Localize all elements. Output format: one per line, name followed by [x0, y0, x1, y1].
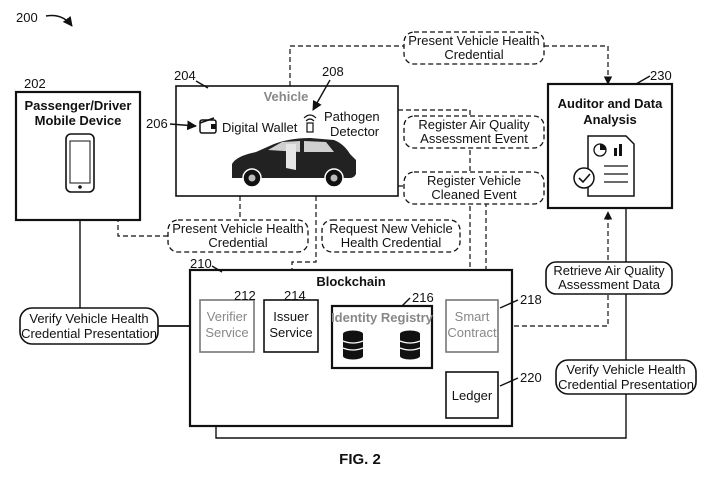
database-icon: [342, 330, 364, 360]
registry-ref-leader: [401, 297, 411, 307]
blockchain-box: Blockchain Verifier Service Issuer Servi…: [188, 268, 514, 428]
svg-text:Credential: Credential: [208, 235, 267, 250]
figure-number-arrow: [45, 14, 73, 27]
connector-present-to-auditor: [544, 45, 613, 85]
auditor-ref-leader: [635, 75, 651, 85]
connector-retrieve-to-auditor: [498, 211, 613, 327]
vehicle-box: Vehicle Digital Wallet Pathogen Detector: [175, 85, 399, 197]
message-verify-presentation-right: Verify Vehicle Health Credential Present…: [555, 359, 697, 395]
contract-line1: Smart: [455, 309, 490, 324]
message-register-cleaned: Register Vehicle Cleaned Event: [403, 171, 545, 205]
identity-registry-box: Identity Registry: [330, 304, 434, 370]
svg-text:Verify Vehicle Health: Verify Vehicle Health: [566, 362, 685, 377]
contract-ref: 218: [520, 292, 542, 307]
passenger-device-box: Passenger/Driver Mobile Device: [14, 90, 142, 222]
ledger-box: Ledger: [445, 371, 499, 419]
message-verify-presentation-left: Verify Vehicle Health Credential Present…: [19, 307, 159, 345]
report-icon: [573, 135, 635, 197]
svg-text:Present Vehicle Health: Present Vehicle Health: [172, 221, 304, 236]
auditor-ref: 230: [650, 68, 672, 83]
svg-text:Retrieve Air Quality: Retrieve Air Quality: [553, 263, 665, 278]
vehicle-title: Vehicle: [264, 89, 309, 104]
passenger-title-line2: Mobile Device: [35, 113, 122, 128]
svg-text:Verify Vehicle Health: Verify Vehicle Health: [29, 311, 148, 326]
database-icon: [399, 330, 421, 360]
auditor-title-line2: Analysis: [583, 112, 636, 127]
identity-registry-label: Identity Registry: [331, 310, 434, 325]
svg-text:Assessment Event: Assessment Event: [420, 131, 528, 146]
detector-ref-arrow: [312, 79, 331, 111]
auditor-title-line1: Auditor and Data: [558, 96, 663, 111]
ledger-ref: 220: [520, 370, 542, 385]
issuer-line1: Issuer: [273, 309, 309, 324]
issuer-ref: 214: [284, 288, 306, 303]
vehicle-ref: 204: [174, 68, 196, 83]
connector-vehicle-to-present: [289, 45, 404, 86]
verifier-line2: Service: [205, 325, 248, 340]
message-retrieve-air-quality: Retrieve Air Quality Assessment Data: [545, 261, 673, 295]
svg-text:Present Vehicle Health: Present Vehicle Health: [408, 33, 540, 48]
figure-number: 200: [16, 10, 38, 25]
issuer-service-box: Issuer Service: [263, 299, 319, 353]
figure-caption: FIG. 2: [339, 451, 381, 468]
wallet-ref-arrow: [169, 120, 197, 131]
svg-text:Register Air Quality: Register Air Quality: [418, 117, 530, 132]
car-icon: [232, 138, 356, 188]
svg-text:Request New Vehicle: Request New Vehicle: [329, 221, 453, 236]
verifier-service-box: Verifier Service: [199, 299, 255, 353]
smartphone-icon: [65, 133, 95, 193]
blockchain-title: Blockchain: [316, 274, 385, 289]
contract-line2: Contract: [447, 325, 497, 340]
detector-ref: 208: [322, 64, 344, 79]
message-register-air-quality: Register Air Quality Assessment Event: [403, 115, 545, 149]
digital-wallet-label: Digital Wallet: [222, 120, 298, 135]
wallet-icon: [199, 117, 217, 134]
ledger-label: Ledger: [452, 388, 493, 403]
auditor-box: Auditor and Data Analysis: [546, 82, 674, 210]
blockchain-ref: 210: [190, 256, 212, 271]
ledger-ref-leader: [499, 377, 519, 387]
issuer-line2: Service: [269, 325, 312, 340]
passenger-title-line1: Passenger/Driver: [25, 98, 132, 113]
sensor-icon: [303, 114, 317, 133]
svg-text:Assessment Data: Assessment Data: [558, 277, 661, 292]
verifier-line1: Verifier: [207, 309, 248, 324]
message-present-credential-mid: Present Vehicle Health Credential: [167, 219, 309, 253]
connector-register-air: [398, 109, 475, 301]
pathogen-detector-line1: Pathogen: [324, 109, 380, 124]
svg-text:Credential Presentation: Credential Presentation: [558, 377, 694, 392]
blockchain-ref-leader: [211, 265, 223, 273]
wallet-ref: 206: [146, 116, 168, 131]
svg-text:Credential Presentation: Credential Presentation: [21, 326, 157, 341]
smart-contract-box: Smart Contract: [445, 299, 499, 353]
registry-ref: 216: [412, 290, 434, 305]
message-present-credential-top: Present Vehicle Health Credential: [403, 31, 545, 65]
message-request-new-credential: Request New Vehicle Health Credential: [321, 219, 461, 253]
svg-text:Cleaned Event: Cleaned Event: [431, 187, 517, 202]
svg-text:Health Credential: Health Credential: [341, 235, 442, 250]
svg-text:Credential: Credential: [444, 47, 503, 62]
passenger-ref: 202: [24, 76, 46, 91]
contract-ref-leader: [499, 299, 519, 309]
vehicle-ref-leader: [195, 80, 209, 89]
svg-text:Register Vehicle: Register Vehicle: [427, 173, 521, 188]
pathogen-detector-line2: Detector: [330, 124, 380, 139]
verifier-ref: 212: [234, 288, 256, 303]
